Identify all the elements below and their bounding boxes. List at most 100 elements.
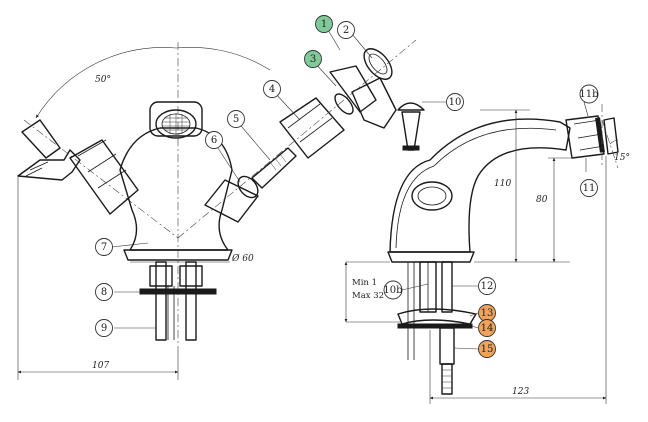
diameter-label: Ø 60	[231, 253, 254, 264]
tail-pipe	[441, 363, 453, 395]
callout-6: 6	[205, 131, 223, 149]
callout-circle	[383, 280, 403, 300]
side-base	[387, 251, 475, 263]
threaded-stud-12	[441, 261, 453, 313]
callout-circle	[579, 84, 599, 104]
side-aerator-outer	[411, 181, 453, 211]
callout-3: 3	[304, 50, 322, 68]
handle-cap-2	[363, 48, 393, 80]
left-handle	[17, 149, 81, 181]
callout-label: 11	[583, 183, 596, 194]
callout-label: 11b	[579, 89, 598, 100]
callout-11b: 11b	[579, 84, 599, 104]
callout-circle	[315, 15, 333, 33]
angle-arc-15	[609, 139, 619, 145]
hose-right	[185, 261, 197, 341]
callout-label: 6	[211, 135, 217, 146]
width-label-107: 107	[92, 361, 109, 371]
callout-9: 9	[95, 319, 113, 337]
callout-label: 2	[343, 25, 349, 36]
callout-label: 8	[101, 287, 107, 298]
left-handle-arm	[21, 119, 61, 159]
side-aerator-inner	[417, 186, 447, 206]
callout-label: 1	[321, 19, 327, 30]
fixing-nut-15	[439, 327, 455, 365]
callout-5: 5	[227, 110, 245, 128]
callout-13: 13	[478, 304, 496, 322]
valve-ring-3	[334, 93, 354, 115]
handle-cross	[351, 77, 397, 129]
callout-circle	[205, 131, 223, 149]
mixer-body	[119, 127, 233, 251]
spray-head-body	[565, 115, 605, 159]
callout-10b: 10b	[383, 280, 403, 300]
valve-headwork-4	[279, 97, 345, 159]
callout-label: 9	[101, 323, 107, 334]
callout-2: 2	[337, 21, 355, 39]
spindle-thread	[269, 153, 287, 171]
callout-circle	[446, 93, 464, 111]
max-label: Max 32	[352, 291, 384, 301]
callout-circle	[95, 238, 113, 256]
side-body	[389, 118, 571, 253]
height-label-80: 80	[536, 195, 548, 205]
callout-circle	[263, 80, 281, 98]
aerator-mesh	[162, 113, 190, 135]
callout-label: 10b	[383, 285, 402, 296]
callout-10: 10	[446, 93, 464, 111]
width-label-123: 123	[512, 387, 529, 397]
callout-8: 8	[95, 283, 113, 301]
axis-right-valve	[177, 39, 417, 239]
valve-ring-6	[237, 175, 259, 199]
angle-label-15: 15°	[614, 153, 630, 163]
callout-12: 12	[478, 277, 496, 295]
valve-seat	[204, 179, 259, 223]
angle-label-50: 50°	[95, 75, 111, 85]
left-valve-body	[69, 139, 139, 215]
callout-label: 5	[233, 114, 239, 125]
callout-label: 14	[481, 323, 494, 334]
height-label-110: 110	[494, 179, 511, 189]
min-label: Min 1	[352, 278, 377, 288]
callout-circle	[95, 283, 113, 301]
right-leaders	[401, 101, 589, 350]
callout-1: 1	[315, 15, 333, 33]
angle-arc-left	[35, 47, 177, 119]
callout-circle	[478, 340, 496, 358]
callout-circle	[95, 319, 113, 337]
nut-right	[179, 265, 203, 287]
left-valve-assembly	[17, 119, 139, 215]
callout-circle	[304, 50, 322, 68]
handle-3	[329, 65, 377, 113]
axis-left-handle	[23, 119, 179, 239]
fixing-washer-8	[139, 288, 217, 295]
base-plate	[123, 249, 233, 261]
callout-label: 7	[101, 242, 107, 253]
front-view: 50° Ø 60	[17, 39, 417, 380]
washer-13	[397, 308, 477, 325]
callout-label: 4	[269, 84, 275, 95]
supply-hoses	[139, 261, 217, 341]
callout-11: 11	[580, 179, 598, 197]
side-view: 15° 110 80 Min 1 Max 32 123	[344, 101, 630, 404]
nut-left	[149, 265, 173, 287]
callout-15: 15	[478, 340, 496, 358]
popup-rod	[401, 111, 421, 151]
aerator-housing	[149, 101, 203, 137]
left-leaders	[111, 29, 373, 329]
valve-spindle-5	[251, 147, 297, 189]
callout-label: 3	[310, 54, 316, 65]
hose-left	[155, 261, 167, 341]
callout-circle	[580, 179, 598, 197]
callout-circle	[478, 277, 496, 295]
callout-circle	[227, 110, 245, 128]
callout-label: 10	[449, 97, 462, 108]
popup-ring	[402, 145, 420, 151]
callout-circle	[478, 319, 496, 337]
popup-knob-top	[397, 102, 425, 111]
aerator-outer	[155, 109, 197, 139]
callout-circle	[337, 21, 355, 39]
angle-arc-right	[175, 47, 271, 71]
